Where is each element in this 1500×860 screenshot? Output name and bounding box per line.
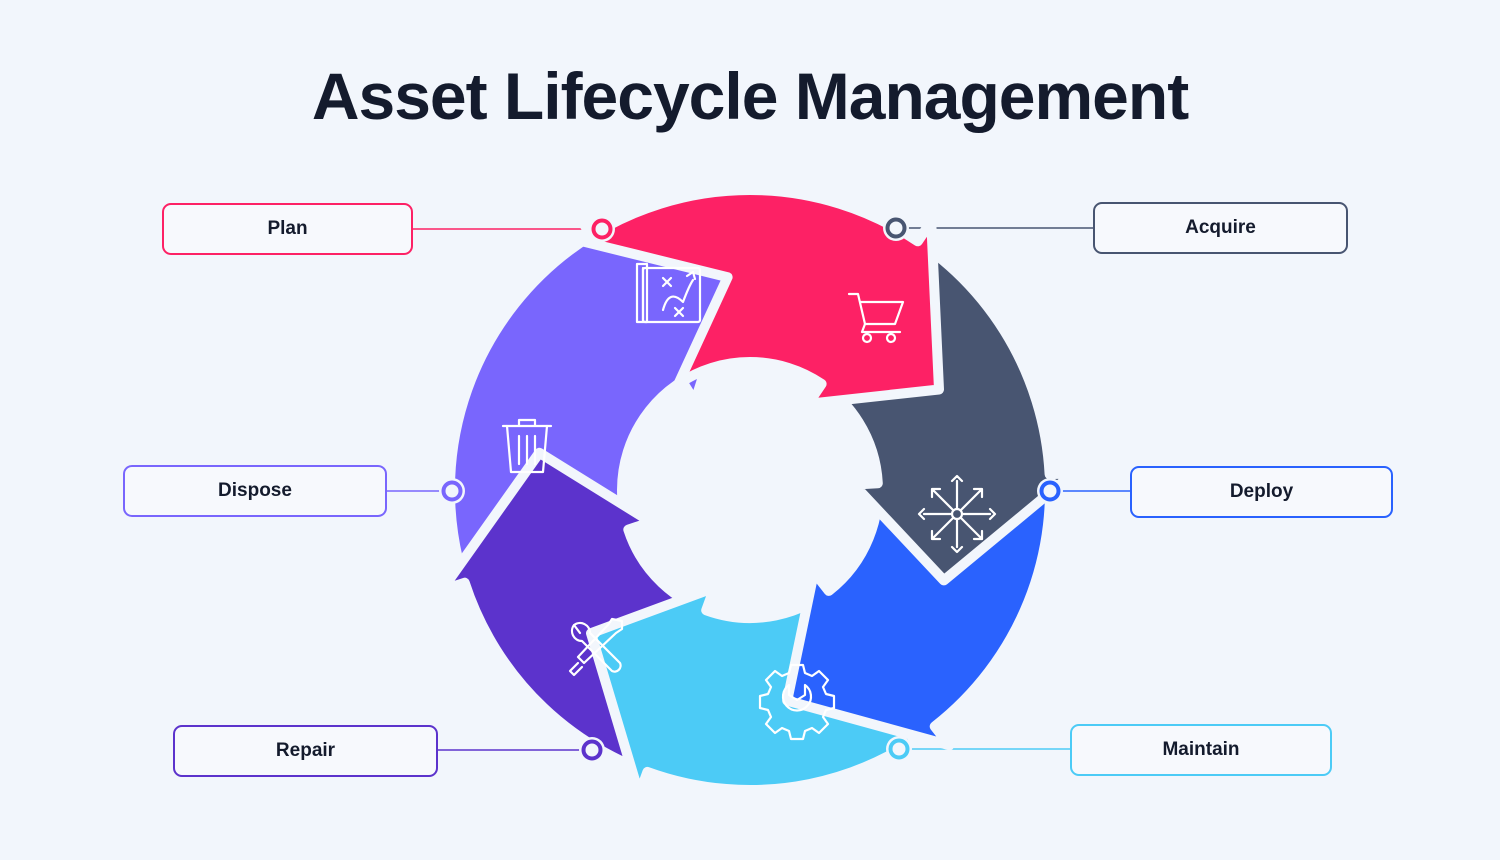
marker-plan xyxy=(589,216,615,242)
shopping-cart-icon xyxy=(847,292,905,344)
marker-maintain xyxy=(886,736,912,762)
blueprint-map-icon xyxy=(635,262,702,324)
segment-maintain xyxy=(586,578,960,800)
stage-label-repair: Repair xyxy=(275,740,336,761)
marker-dispose xyxy=(439,478,465,504)
label-acquire: Acquire xyxy=(1093,202,1348,254)
trash-can-icon xyxy=(501,418,553,474)
label-maintain: Maintain xyxy=(1070,724,1332,776)
page-title: Asset Lifecycle Management xyxy=(311,59,1189,133)
label-repair: Repair xyxy=(173,725,438,777)
stage-label-maintain: Maintain xyxy=(1162,739,1240,760)
stage-label-acquire: Acquire xyxy=(1185,217,1256,238)
expand-arrows-icon xyxy=(917,474,997,554)
label-plan: Plan xyxy=(162,203,413,255)
segment-plan xyxy=(577,185,944,409)
segment-deploy xyxy=(782,443,1056,751)
gear-wrench-icon xyxy=(758,663,836,741)
marker-deploy xyxy=(1037,478,1063,504)
marker-acquire xyxy=(883,215,909,241)
stage-label-deploy: Deploy xyxy=(1229,481,1294,502)
wrench-screwdriver-icon xyxy=(568,617,624,677)
stage-label-dispose: Dispose xyxy=(218,480,292,501)
stage-label-plan: Plan xyxy=(267,218,308,239)
segment-acquire xyxy=(807,222,1079,586)
label-deploy: Deploy xyxy=(1130,466,1393,518)
label-dispose: Dispose xyxy=(123,465,387,517)
marker-repair xyxy=(579,737,605,763)
